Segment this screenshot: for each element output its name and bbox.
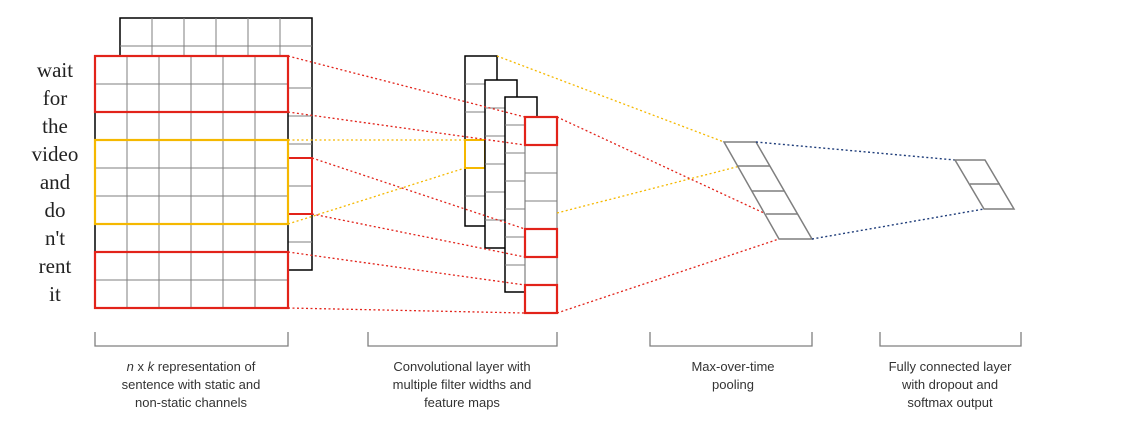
caption-pool: Max-over-time pooling	[691, 359, 774, 392]
caption-conv: Convolutional layer with multiple filter…	[393, 359, 532, 410]
word-2: the	[42, 114, 68, 138]
filter-window-top-red	[93, 54, 290, 114]
word-4: and	[40, 170, 71, 194]
fc-output-vector	[953, 159, 1016, 210]
input-matrix-front-channel	[93, 54, 290, 310]
caption-input-line-2: sentence with static and	[122, 377, 261, 392]
word-3: video	[32, 142, 79, 166]
word-8: it	[49, 282, 61, 306]
word-7: rent	[39, 254, 72, 278]
conv-feature-maps	[464, 55, 559, 315]
word-6: n't	[45, 226, 65, 250]
word-0: wait	[37, 58, 73, 82]
conv-to-pool-connections	[496, 55, 780, 314]
caption-conv-line-3: feature maps	[424, 395, 500, 410]
sentence-words: wait for the video and do n't rent it	[32, 58, 79, 306]
feature-map-4-red-cell-middle	[523, 227, 559, 259]
bracket-input	[94, 332, 289, 347]
pooling-vector	[722, 141, 814, 240]
pool-to-fc-connections	[755, 141, 985, 240]
caption-conv-line-1: Convolutional layer with	[393, 359, 530, 374]
caption-input: n x k representation of sentence with st…	[122, 359, 261, 410]
caption-pool-line-2: pooling	[712, 377, 754, 392]
caption-input-line-3: non-static channels	[135, 395, 248, 410]
caption-fc: Fully connected layer with dropout and s…	[889, 359, 1013, 410]
filter-window-middle-orange	[93, 138, 290, 226]
feature-map-4-red-cell-top	[523, 115, 559, 147]
input-to-conv-connections	[287, 55, 526, 314]
bracket-fc	[879, 332, 1022, 347]
bracket-pool	[649, 332, 813, 347]
caption-fc-line-2: with dropout and	[901, 377, 998, 392]
feature-map-4	[523, 115, 559, 315]
word-1: for	[43, 86, 68, 110]
section-brackets	[94, 332, 1022, 347]
caption-pool-line-1: Max-over-time	[691, 359, 774, 374]
caption-conv-line-2: multiple filter widths and	[393, 377, 532, 392]
word-5: do	[45, 198, 66, 222]
caption-fc-line-1: Fully connected layer	[889, 359, 1013, 374]
caption-input-line-1: n x k representation of	[127, 359, 256, 374]
caption-fc-line-3: softmax output	[907, 395, 993, 410]
filter-window-bottom-red	[93, 250, 290, 310]
feature-map-4-red-cell-bottom	[523, 283, 559, 315]
bracket-conv	[367, 332, 558, 347]
